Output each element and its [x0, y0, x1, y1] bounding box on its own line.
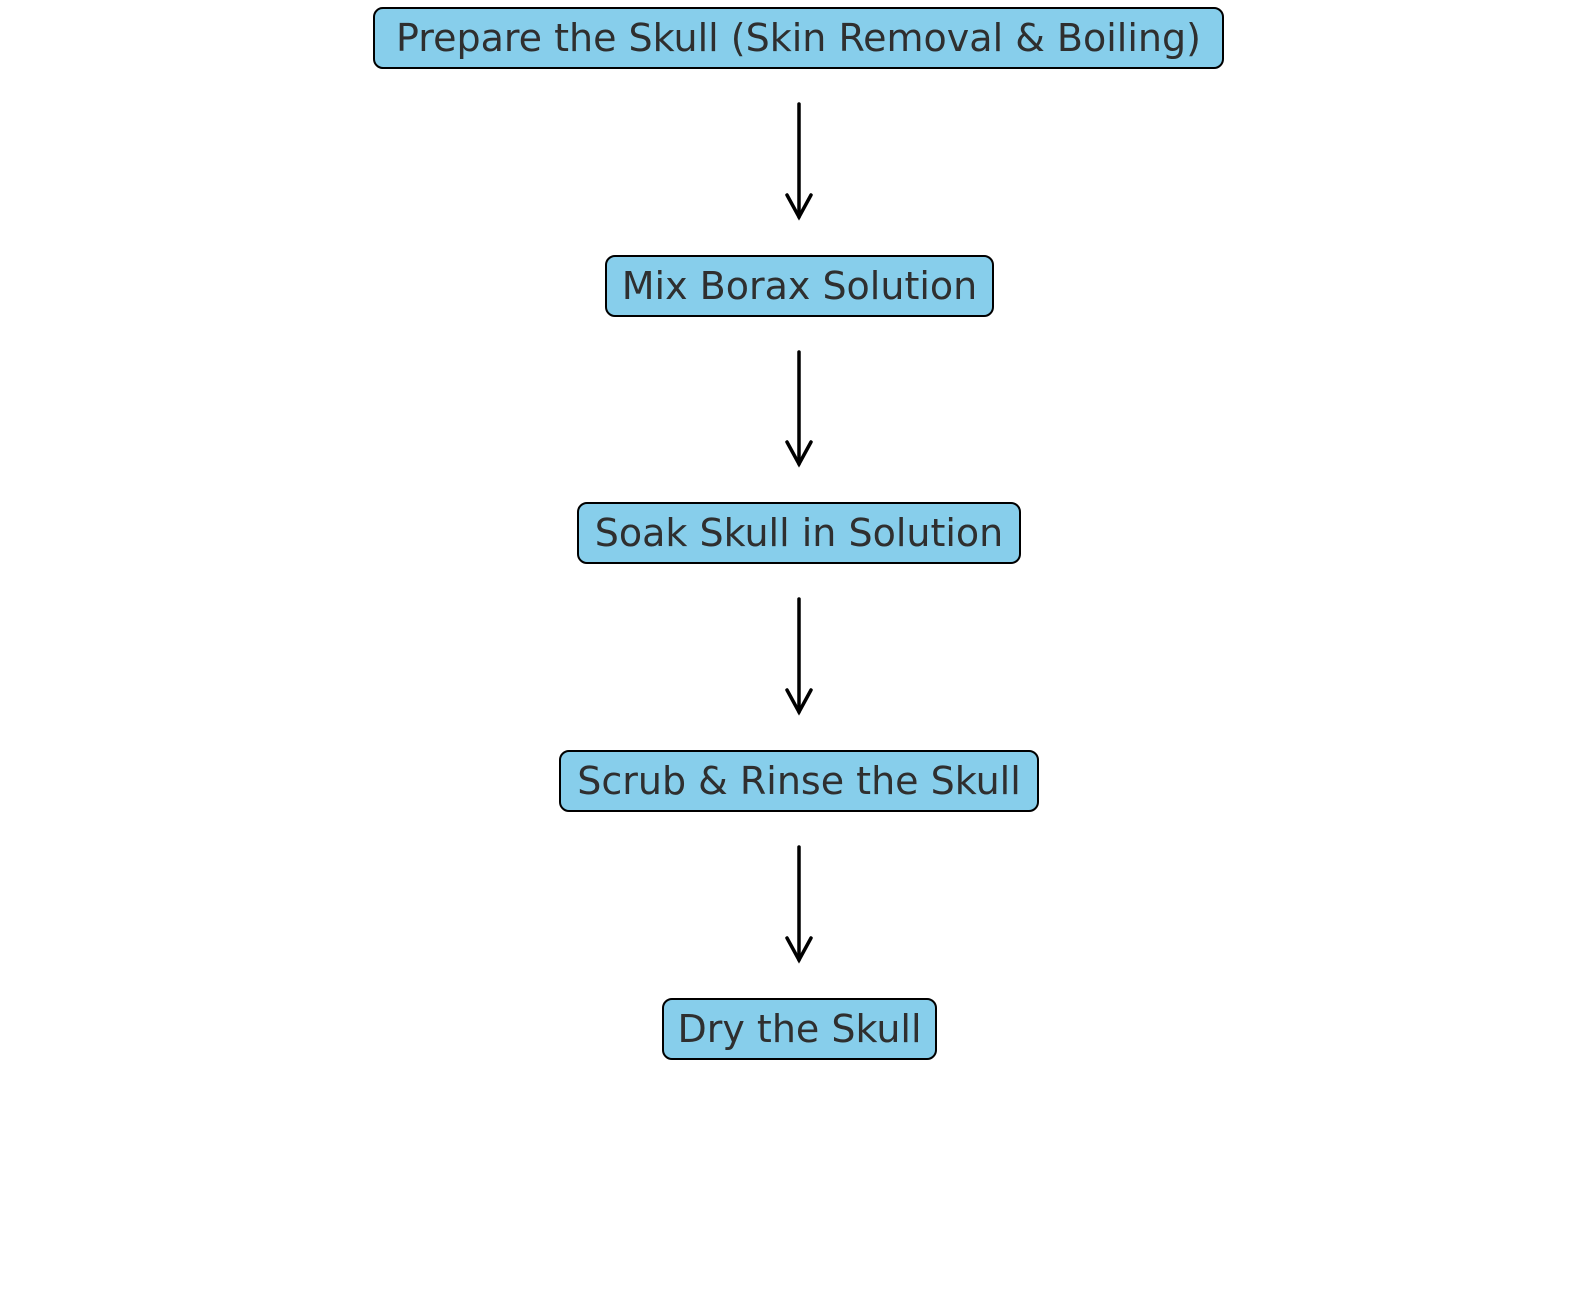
step-prepare-skull: Prepare the Skull (Skin Removal & Boilin… [373, 7, 1224, 69]
arrow-head [785, 193, 813, 221]
arrow-mix-to-soak [785, 350, 813, 468]
step-dry-skull: Dry the Skull [662, 998, 937, 1060]
arrow-prepare-to-mix [785, 102, 813, 221]
arrow-head [785, 688, 813, 716]
arrow-head [785, 936, 813, 964]
step-scrub-rinse-skull: Scrub & Rinse the Skull [559, 750, 1039, 812]
arrow-scrub-to-dry [785, 845, 813, 964]
step-soak-skull: Soak Skull in Solution [577, 502, 1021, 564]
arrow-head [785, 440, 813, 468]
step-mix-borax-solution: Mix Borax Solution [605, 255, 994, 317]
arrow-soak-to-scrub [785, 597, 813, 716]
